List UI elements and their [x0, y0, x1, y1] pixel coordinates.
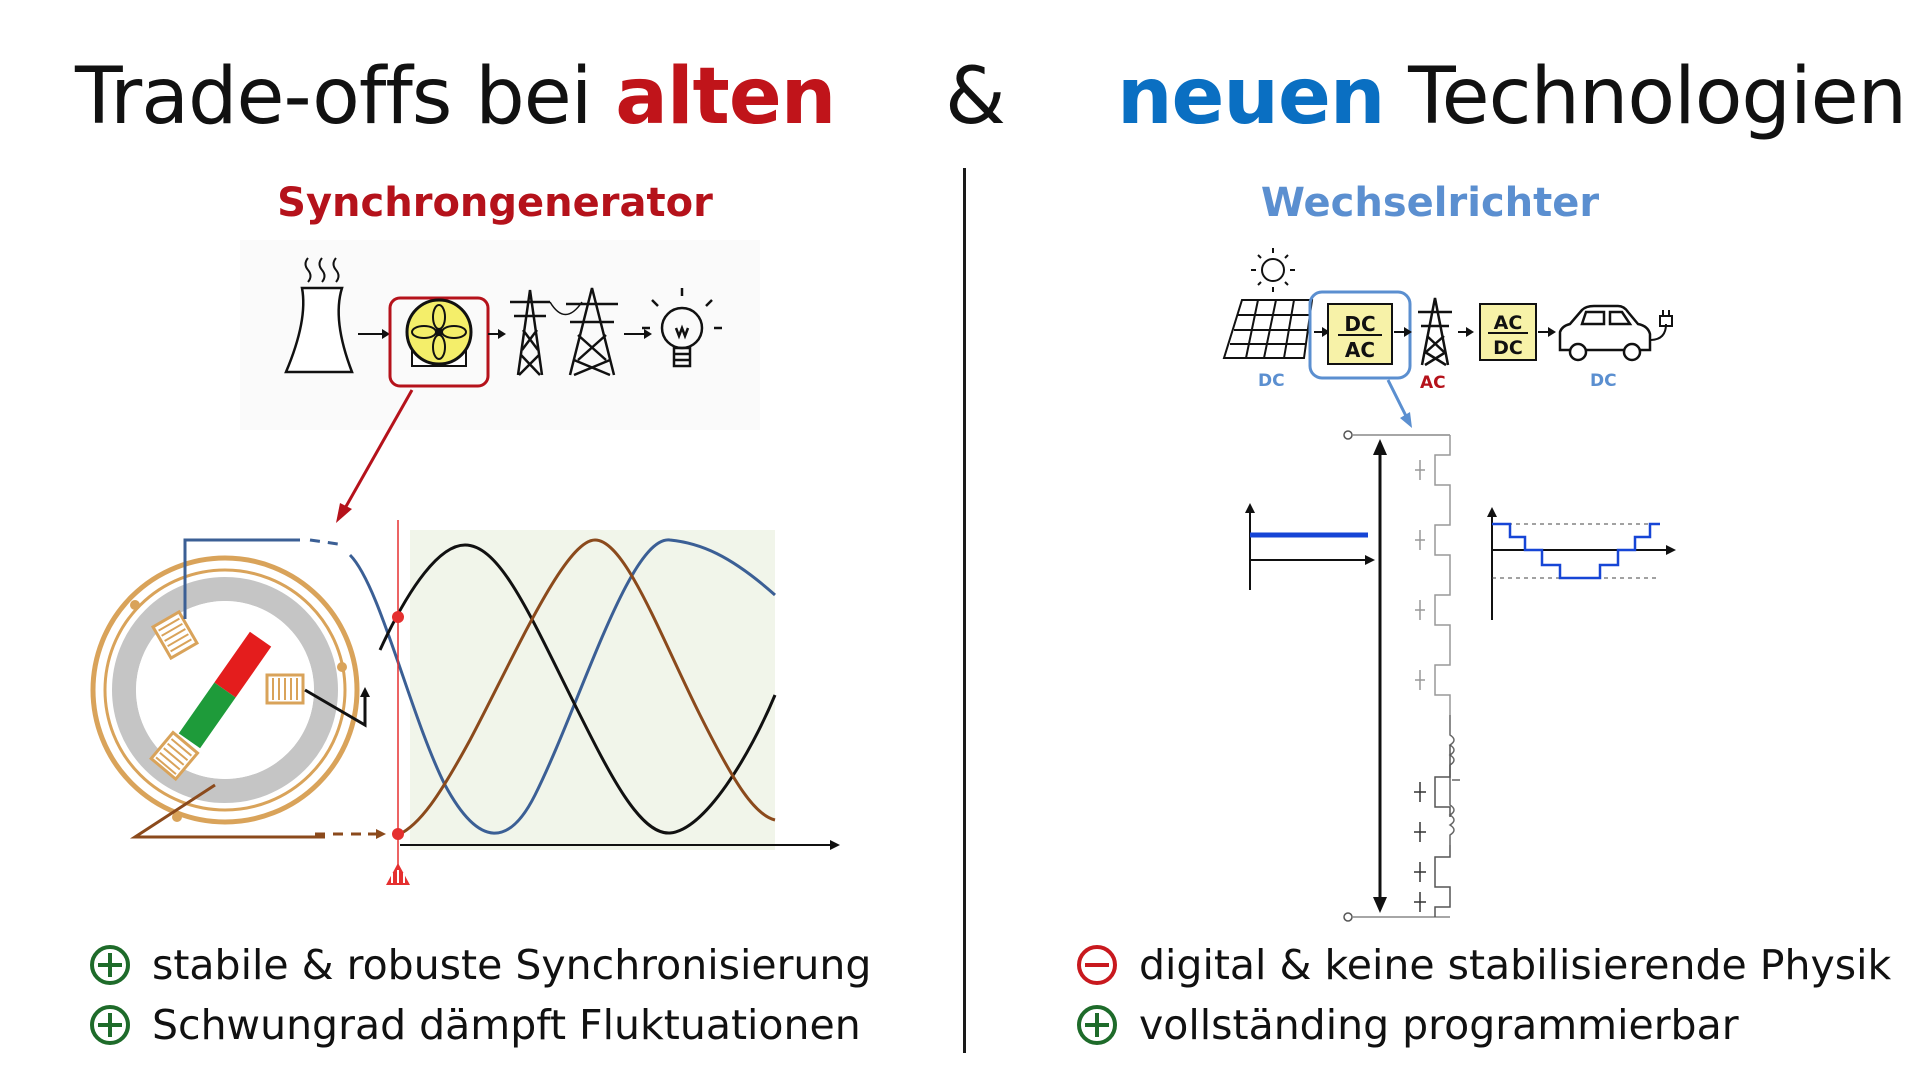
label-dc-left: DC	[1258, 371, 1285, 391]
light-bulb-icon	[642, 288, 722, 368]
center-divider	[963, 168, 966, 1053]
wave-blue	[348, 538, 776, 835]
title-left: Trade-offs bei alten	[75, 58, 836, 136]
bullet-text: stabile & robuste Synchronisierung	[152, 941, 872, 989]
bullet-text: digital & keine stabilisierende Physik	[1139, 941, 1892, 989]
stator-coil-right	[265, 673, 305, 705]
inductors	[1448, 715, 1455, 845]
generator-cross-section	[90, 538, 367, 839]
steam-icon	[304, 257, 340, 283]
stator-coil-bottom	[149, 730, 200, 782]
inverter-pointer-arrow	[1386, 379, 1412, 428]
lower-submodules	[1414, 745, 1451, 917]
power-pylon-icon	[510, 289, 550, 376]
plus-icon	[1077, 1005, 1117, 1045]
wave-black	[378, 543, 777, 835]
bullet-text: vollständing programmierbar	[1139, 1001, 1739, 1049]
plus-icon	[90, 945, 130, 985]
upper-submodules	[1415, 435, 1451, 715]
rectifier-top-label: AC	[1494, 312, 1523, 334]
cooling-tower-icon	[284, 286, 354, 374]
dc-input-plot	[1245, 503, 1375, 590]
bullet-item: digital & keine stabilisierende Physik	[1077, 935, 1891, 995]
right-bullets: digital & keine stabilisierende Physik v…	[1077, 935, 1891, 1055]
solar-panel-icon	[1222, 299, 1314, 359]
title-alten: alten	[615, 52, 836, 142]
inverter-highlight-box	[1308, 290, 1412, 380]
title-prefix: Trade-offs bei	[75, 52, 616, 142]
bullet-item: stabile & robuste Synchronisierung	[90, 935, 871, 995]
bullet-item: vollständing programmierbar	[1077, 995, 1891, 1055]
title-right: neuen Technologien	[1117, 58, 1907, 136]
rotor-north	[214, 631, 272, 698]
rotor-south	[178, 682, 236, 749]
staircase-wave	[1492, 522, 1660, 580]
label-ac-mid: AC	[1420, 373, 1446, 393]
power-pylon-icon	[1418, 297, 1452, 367]
inverter-bottom-label: AC	[1345, 338, 1375, 362]
left-bullets: stabile & robuste Synchronisierung Schwu…	[90, 935, 871, 1055]
sun-icon	[1251, 248, 1295, 292]
label-dc-right: DC	[1590, 371, 1617, 391]
plus-icon	[90, 1005, 130, 1045]
power-chain-diagram	[240, 240, 760, 430]
bullet-item: Schwungrad dämpft Fluktuationen	[90, 995, 871, 1055]
converter-schematic	[1245, 430, 1676, 922]
bullet-text: Schwungrad dämpft Fluktuationen	[152, 1001, 861, 1049]
generator-highlight-box	[388, 296, 490, 388]
electric-car-icon	[1558, 304, 1652, 362]
rectifier-bottom-label: DC	[1493, 337, 1523, 359]
subtitle-synchrongenerator: Synchrongenerator	[277, 180, 713, 226]
subtitle-wechselrichter: Wechselrichter	[1260, 180, 1600, 226]
stator-coil-top	[150, 609, 200, 661]
power-pylon-icon	[566, 287, 618, 377]
wave-brown	[397, 538, 776, 837]
ac-output-plot	[1487, 507, 1676, 620]
title-suffix: Technologien	[1384, 52, 1907, 142]
plug-icon	[1649, 310, 1673, 341]
title-neuen: neuen	[1117, 52, 1385, 142]
title-ampersand: &	[945, 52, 1006, 142]
inverter-top-label: DC	[1344, 312, 1375, 336]
inverter-chain-diagram: DC DC AC AC AC DC DC	[1222, 248, 1673, 393]
pointer-arrow	[336, 389, 414, 523]
three-phase-waveforms	[309, 520, 840, 885]
minus-icon	[1077, 945, 1117, 985]
